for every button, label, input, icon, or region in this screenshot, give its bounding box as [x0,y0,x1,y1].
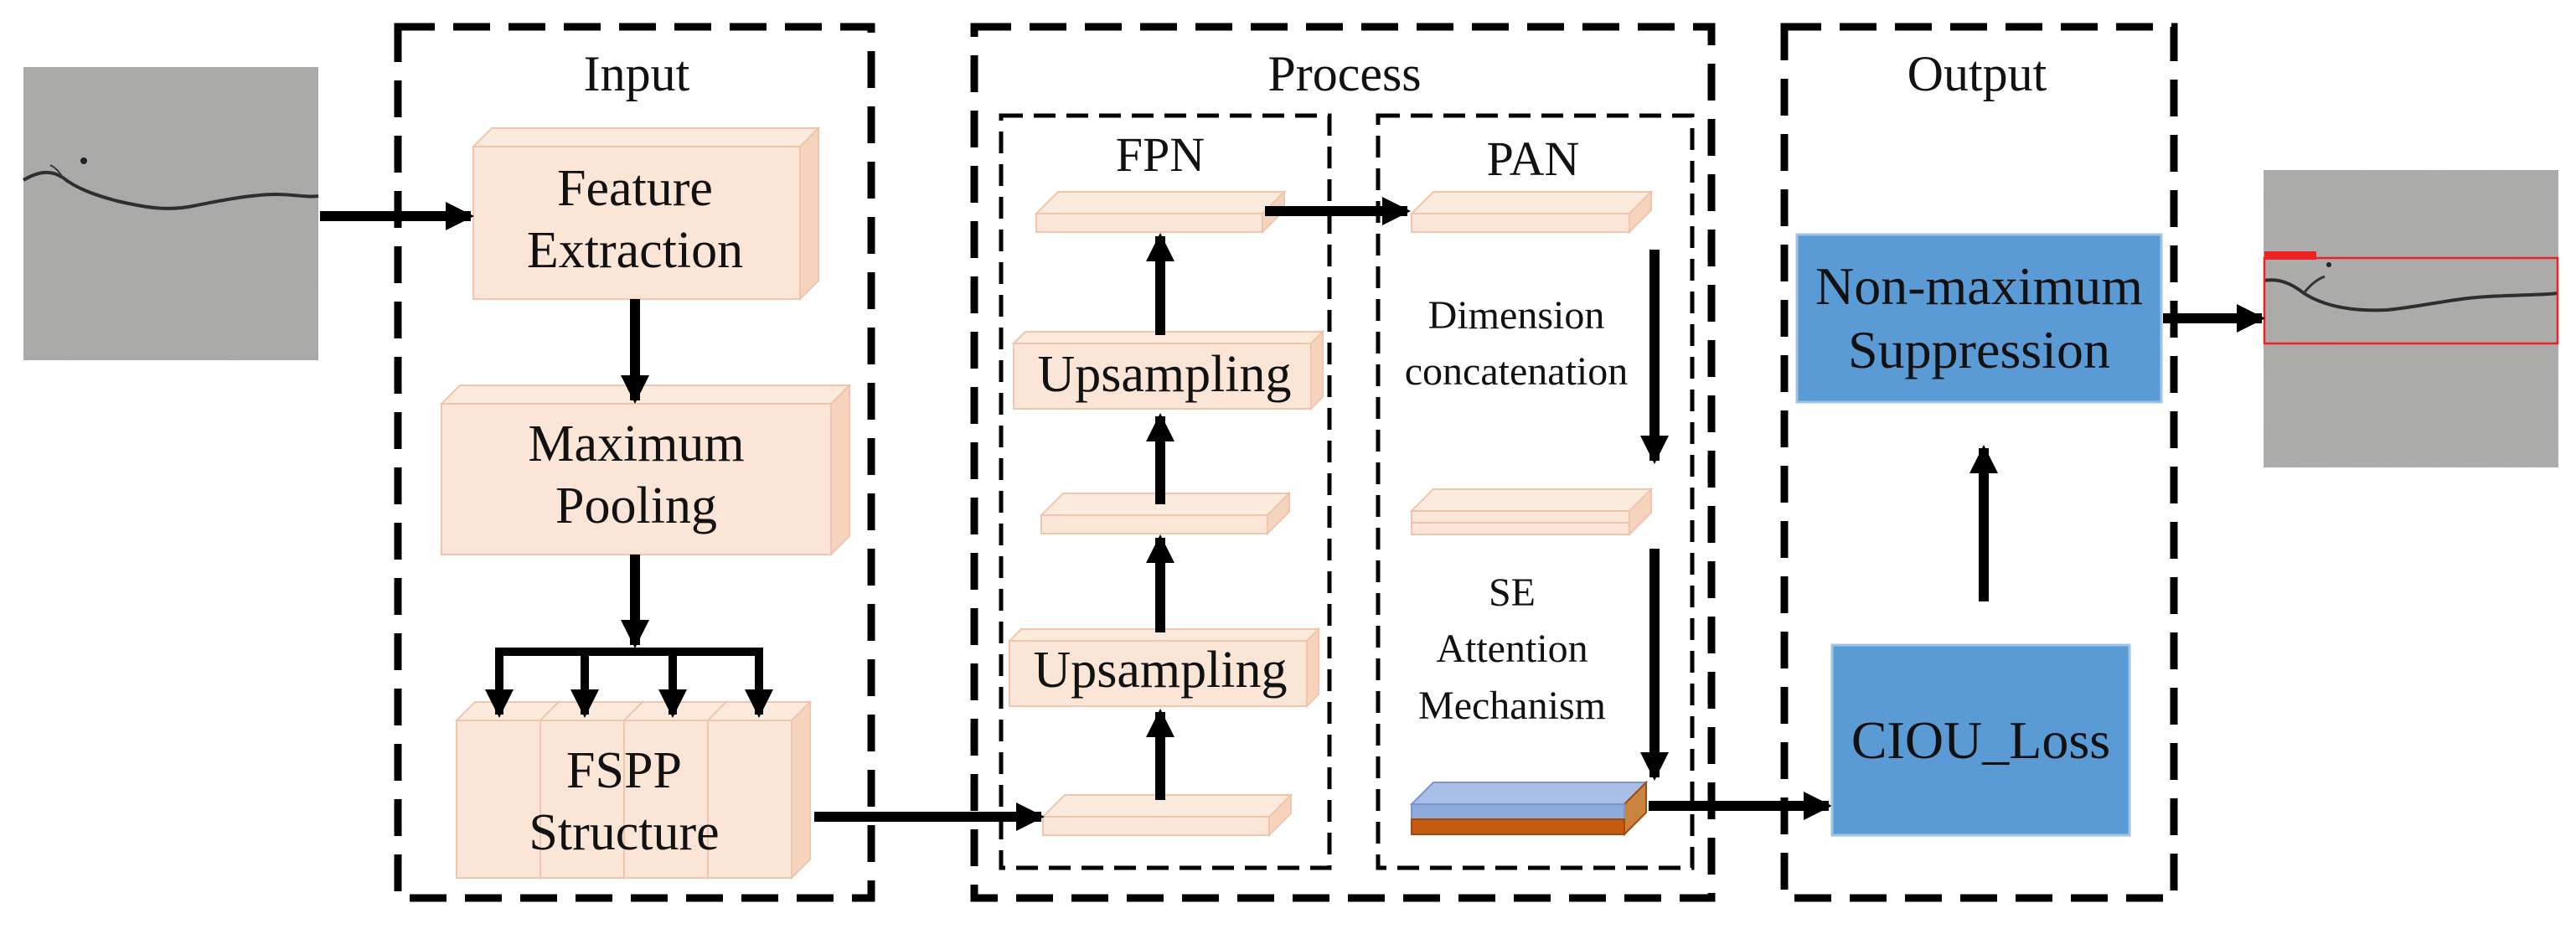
se-attention-label: SE Attention Mechanism [1395,561,1629,737]
output-section-title: Output [1907,45,2047,101]
concrete-crack-image [22,67,319,360]
upsampling-bottom-block [1007,627,1321,709]
feature-extraction-line-1: Feature [557,160,713,218]
nms-label: Non-maximum Suppression [1797,235,2161,402]
fpn-title: FPN [1115,126,1205,182]
upsampling-bottom-label: Upsampling [1033,641,1288,699]
ciou-loss-label: CIOU_Loss [1851,710,2111,770]
nms-line-1: Non-maximum [1815,256,2144,317]
maximum-pooling-label: Maximum Pooling [441,398,831,553]
upsampling-top-label: Upsampling [1037,345,1292,403]
output-section-frame [1780,23,2178,902]
upsampling-top-block [1011,329,1325,411]
nms-box [1795,233,2163,404]
se-line-2: Attention [1436,627,1588,672]
feature-extraction-line-2: Extraction [526,221,744,279]
feature-extraction-label: Feature Extraction [471,142,799,297]
detected-crack-image [2263,170,2559,467]
dimension-line-2: concatenation [1404,349,1629,394]
fpn-layer-top [1034,189,1287,235]
pan-layer-top [1409,189,1654,235]
se-line-3: Mechanism [1418,683,1606,728]
ciou-loss-box [1830,643,2131,837]
feature-extraction-block [471,126,821,302]
input-section-frame [394,23,875,902]
maximum-pooling-line-1: Maximum [528,415,745,473]
fspp-structure-label: FSPP Structure [457,725,792,880]
fspp-slice-1 [454,699,561,880]
process-section-title: Process [1267,45,1422,101]
fspp-line-1: FSPP [566,742,682,800]
arrow-layer [320,197,2265,831]
dimension-line-1: Dimension [1427,292,1605,338]
se-line-1: SE [1488,570,1536,616]
fpn-layer-bottom [1040,792,1293,838]
pan-title: PAN [1486,131,1580,186]
block-layer [439,126,1654,880]
nms-line-2: Suppression [1848,320,2110,379]
pan-subsection-frame [1376,113,1695,870]
se-output-layer [1409,780,1649,837]
dimension-concatenation-label: Dimension concatenation [1382,285,1650,402]
maximum-pooling-line-2: Pooling [555,477,717,534]
pan-layer-middle [1409,487,1654,537]
fspp-line-2: Structure [529,803,720,861]
fpn-subsection-frame [999,113,1332,870]
input-section-title: Input [583,45,690,101]
process-section-frame [970,23,1716,902]
